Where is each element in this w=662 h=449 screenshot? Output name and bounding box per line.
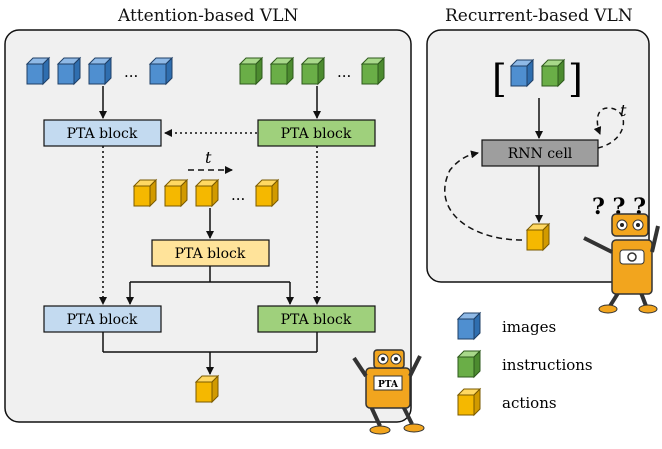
action-cube-icon xyxy=(526,223,550,251)
pta-block-action-label: PTA block xyxy=(175,246,246,262)
feedback-arrow xyxy=(444,150,523,241)
rnn-cell-label: RNN cell xyxy=(508,146,573,162)
action-ellipsis: ... xyxy=(231,186,245,204)
action-cube-icon xyxy=(255,179,279,207)
time-label: t xyxy=(205,148,212,167)
legend-images-icon xyxy=(457,312,481,340)
legend-instructions-label: instructions xyxy=(502,356,593,374)
action-token-row: ... xyxy=(133,179,279,207)
pta-block-image-label: PTA block xyxy=(67,126,138,142)
action-cube-icon xyxy=(195,179,219,207)
action-cube-icon xyxy=(164,179,188,207)
image-cube-icon xyxy=(88,57,112,85)
recurrent-panel-title: Recurrent-based VLN xyxy=(445,6,633,26)
robot-badge: PTA xyxy=(378,380,399,390)
confused-robot-icon: ? ? ? xyxy=(583,194,660,314)
action-cube-icon xyxy=(133,179,157,207)
pta-block-action xyxy=(151,239,270,267)
instruction-cube-icon xyxy=(239,57,263,85)
recurrence-loop-arrow xyxy=(593,107,624,149)
legend-actions-icon xyxy=(457,388,481,416)
attention-panel-title: Attention-based VLN xyxy=(118,6,299,26)
instruction-cube-icon xyxy=(270,57,294,85)
legend: images instructions actions xyxy=(457,312,593,416)
output-action-cube-icon xyxy=(195,375,219,403)
instruction-ellipsis: ... xyxy=(337,63,351,81)
rnn-time-label: t xyxy=(620,101,627,120)
image-cube-icon xyxy=(57,57,81,85)
pta-block-bottom-instruction-label: PTA block xyxy=(281,312,352,328)
image-ellipsis: ... xyxy=(124,63,138,81)
instruction-cube-icon xyxy=(301,57,325,85)
pta-block-bottom-image xyxy=(43,305,162,333)
image-cube-icon xyxy=(149,57,173,85)
bracket-left: [ xyxy=(492,57,507,101)
instruction-cube-icon xyxy=(541,59,565,87)
image-cube-icon xyxy=(510,59,534,87)
pta-block-instruction-label: PTA block xyxy=(281,126,352,142)
pta-block-bottom-image-label: PTA block xyxy=(67,312,138,328)
pta-block-bottom-instruction xyxy=(257,305,376,333)
image-cube-icon xyxy=(26,57,50,85)
rnn-cell xyxy=(481,139,599,167)
legend-actions-label: actions xyxy=(502,394,557,412)
legend-instructions-icon xyxy=(457,350,481,378)
instruction-token-row: ... xyxy=(239,57,385,85)
attention-panel xyxy=(4,29,412,423)
legend-images-label: images xyxy=(502,318,556,336)
pta-block-image xyxy=(43,119,162,147)
bracket-right: ] xyxy=(568,57,583,101)
instruction-cube-icon xyxy=(361,57,385,85)
pta-robot-icon: PTA xyxy=(352,349,425,435)
image-token-row: ... xyxy=(26,57,173,85)
